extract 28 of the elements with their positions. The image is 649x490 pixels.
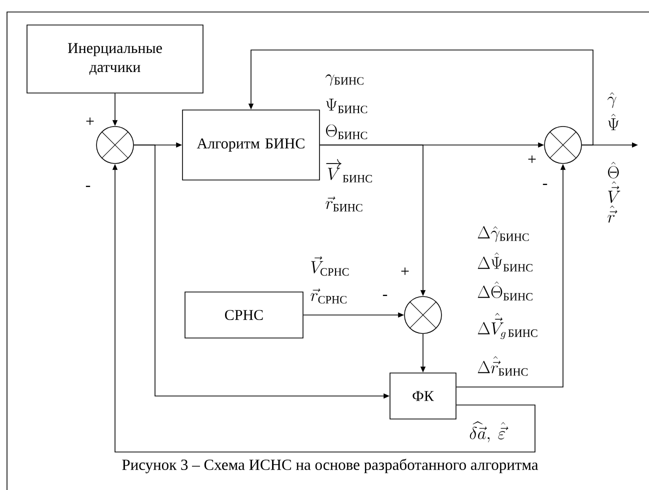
summing-junction <box>96 126 134 164</box>
sign-label: + <box>528 155 536 163</box>
signal-label: $\hat{\Theta}$ <box>608 162 619 178</box>
sign-label: - <box>86 186 90 188</box>
sign-label: - <box>382 294 388 296</box>
sign-label: - <box>542 184 548 186</box>
signal-label: $\gamma_{\text{БИНС}}$ <box>326 74 364 86</box>
signal-label: $\vec{r}_{\text{СРНС}}$ <box>310 288 346 304</box>
signal-label: $\Delta\hat{\vec{V}}_{g\,\text{БИНС}}$ <box>478 313 538 340</box>
signal-label: $\Delta\hat{\gamma}_{\text{БИНС}}$ <box>478 226 529 242</box>
signal-label: $\vec{V}_{\text{СРНС}}$ <box>311 256 349 276</box>
caption: Рисунок 3 – Схема ИСНС на основе разработанного алгоритма <box>122 458 538 474</box>
signal-label: $\hat{\vec{V}}$ <box>608 181 620 203</box>
signal-label: $\Delta\hat{\Psi}_{\text{БИНС}}$ <box>478 252 532 272</box>
signal-label: $\vec{r}_{\text{БИНС}}$ <box>326 196 362 212</box>
process-box: ФК <box>390 372 456 420</box>
summing-junction <box>544 126 582 164</box>
process-box: СРНС <box>184 292 304 338</box>
signal-label: $\Theta_{\text{БИНС}}$ <box>326 124 368 140</box>
signal-label: $\hat{\Psi}$ <box>608 114 619 130</box>
signal-label: $\Psi_{\text{БИНС}}$ <box>326 98 368 114</box>
process-box: Инерциальные датчики <box>26 24 204 94</box>
sign-label: + <box>86 117 94 125</box>
signal-label: $\Delta\hat{\vec{r}}_{\text{БИНС}}$ <box>478 356 528 376</box>
summing-junction <box>404 296 442 334</box>
process-box: Алгоритм БИНС <box>182 110 320 180</box>
sign-label: + <box>401 267 409 275</box>
signal-label: $\hat{\vec{r}}$ <box>608 206 618 223</box>
